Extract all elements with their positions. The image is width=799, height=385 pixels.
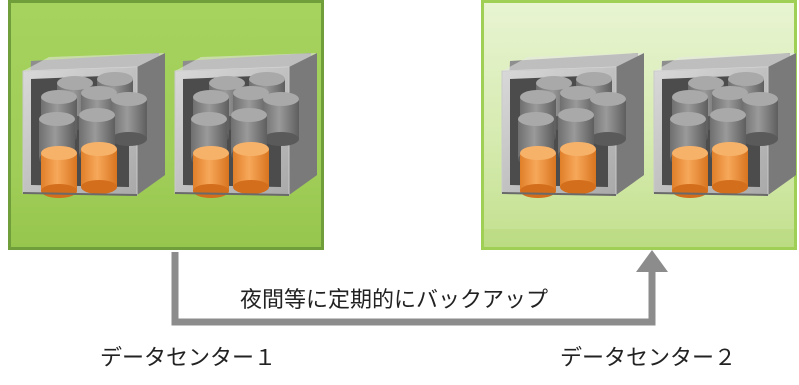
datacenter-1-caption: データセンター１: [100, 346, 277, 371]
datacenter-2-caption: データセンター２: [560, 346, 737, 371]
datacenter-1-panel: [8, 0, 324, 250]
backup-label: 夜間等に定期的にバックアップ: [240, 288, 549, 313]
datacenter-2-panel: [481, 0, 797, 250]
